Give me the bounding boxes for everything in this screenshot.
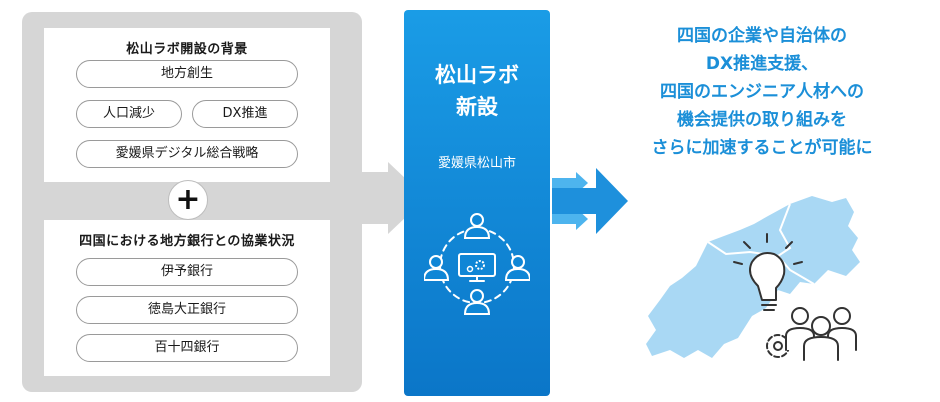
gear-icon bbox=[766, 334, 790, 358]
matsuyama-lab-card: 松山ラボ 新設 愛媛県松山市 bbox=[404, 10, 550, 396]
pill-tokushima-taisho-bank: 徳島大正銀行 bbox=[76, 296, 298, 324]
banks-heading: 四国における地方銀行との協業状況 bbox=[79, 234, 295, 249]
message-line: 機会提供の取り組みを bbox=[677, 110, 847, 130]
pill-hyakujushi-bank: 百十四銀行 bbox=[76, 334, 298, 362]
lab-location: 愛媛県松山市 bbox=[437, 156, 516, 171]
message-line: 四国の企業や自治体の bbox=[677, 26, 847, 46]
lab-title-line1: 松山ラボ bbox=[435, 63, 519, 87]
team-network-icon bbox=[424, 213, 530, 315]
pill-ehime-digital-strategy: 愛媛県デジタル総合戦略 bbox=[76, 140, 298, 168]
plus-icon: + bbox=[168, 180, 208, 220]
lightbulb-icon bbox=[733, 233, 803, 311]
shikoku-map bbox=[646, 196, 860, 361]
banks-box: 四国における地方銀行との協業状況 伊予銀行 徳島大正銀行 百十四銀行 bbox=[44, 220, 330, 376]
monitor-gear-icon bbox=[466, 260, 485, 273]
people-icon bbox=[785, 307, 857, 361]
message-line: さらに加速することが可能に bbox=[651, 138, 873, 158]
pill-dx-promotion: DX推進 bbox=[192, 100, 298, 128]
blue-arrows-icon bbox=[552, 168, 628, 234]
message-line: DX推進支援、 bbox=[705, 54, 819, 74]
message-line: 四国のエンジニア人材への bbox=[660, 82, 864, 102]
message-text: 四国の企業や自治体の DX推進支援、 四国のエンジニア人材への 機会提供の取り組… bbox=[606, 22, 918, 162]
background-heading: 松山ラボ開設の背景 bbox=[126, 42, 248, 57]
background-box: 松山ラボ開設の背景 地方創生 人口減少 DX推進 愛媛県デジタル総合戦略 bbox=[44, 28, 330, 182]
pill-regional-revitalization: 地方創生 bbox=[76, 60, 298, 88]
pill-iyo-bank: 伊予銀行 bbox=[76, 258, 298, 286]
grey-arrow-body bbox=[340, 172, 390, 224]
pill-population-decline: 人口減少 bbox=[76, 100, 182, 128]
lab-title-line2: 新設 bbox=[456, 95, 498, 119]
